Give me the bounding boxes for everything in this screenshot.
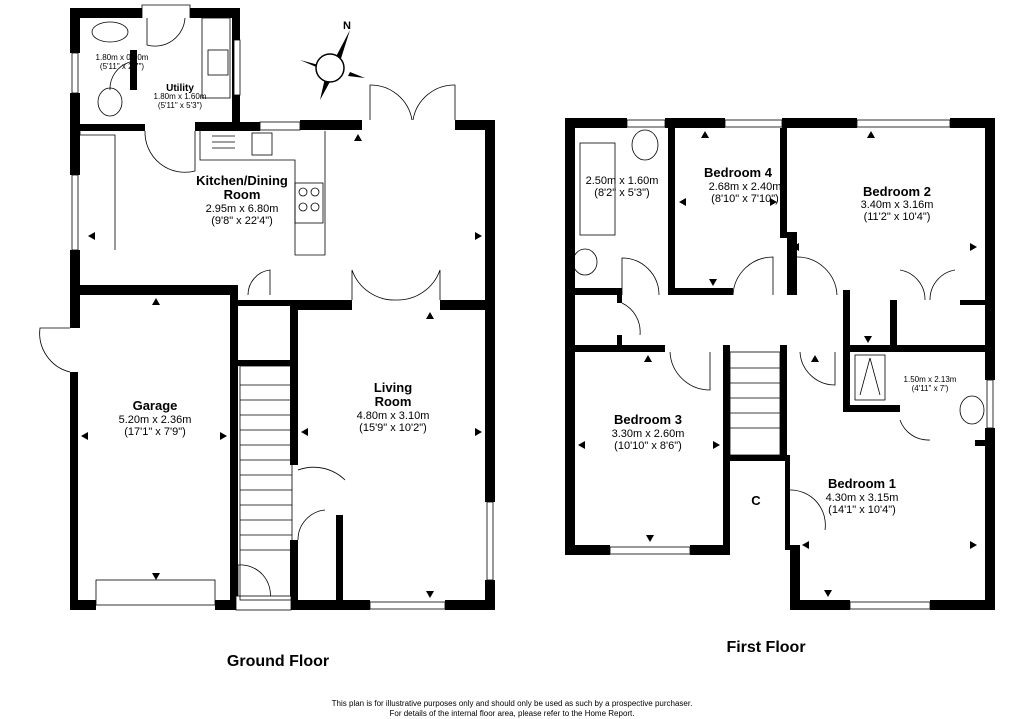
bathroom-dims-m: 2.50m x 1.60m <box>586 175 659 187</box>
utility-dims-m: 1.80m x 1.60m <box>154 92 207 101</box>
first-floor-measure-arrows <box>578 131 977 597</box>
wc-dims-m: 1.80m x 0.80m <box>96 53 149 62</box>
ground-floor-title: Ground Floor <box>227 653 329 670</box>
bedroom1-name: Bedroom 1 <box>828 476 896 491</box>
ensuite-dims-m: 1.50m x 2.13m <box>904 375 957 384</box>
bathroom-dims-ft: (8'2" x 5'3") <box>594 187 649 199</box>
garage-dims-m: 5.20m x 2.36m <box>119 414 192 426</box>
first-floor-doors <box>621 256 956 531</box>
kitchen-name: Kitchen/Dining <box>196 173 288 188</box>
bedroom4-dims-m: 2.68m x 2.40m <box>709 181 782 193</box>
first-floor-stairs <box>729 351 781 456</box>
utility-dims-ft: (5'11" x 5'3") <box>158 101 202 110</box>
kitchen-name-2: Room <box>224 187 261 202</box>
bedroom3-dims-ft: (10'10" x 8'6") <box>614 440 682 452</box>
bedroom2-dims-ft: (11'2" x 10'4") <box>864 211 931 223</box>
cupboard-label: C <box>751 493 761 508</box>
bedroom4-dims-ft: (8'10" x 7'10") <box>711 193 779 205</box>
first-floor-title: First Floor <box>726 639 805 656</box>
living-dims-m: 4.80m x 3.10m <box>357 410 430 422</box>
living-name-2: Room <box>375 394 412 409</box>
garage-name: Garage <box>133 398 178 413</box>
living-dims-ft: (15'9" x 10'2") <box>359 422 427 434</box>
compass-north-label: N <box>343 20 351 32</box>
bedroom1-dims-m: 4.30m x 3.15m <box>826 492 899 504</box>
bedroom3-name: Bedroom 3 <box>614 412 682 427</box>
disclaimer-line-2: For details of the internal floor area, … <box>389 709 634 718</box>
living-name: Living <box>374 380 412 395</box>
ground-floor-measure-arrows <box>81 134 482 598</box>
bedroom2-dims-m: 3.40m x 3.16m <box>861 199 934 211</box>
disclaimer-line-1: This plan is for illustrative purposes o… <box>332 699 693 708</box>
kitchen-dims-ft: (9'8" x 22'4") <box>211 215 273 227</box>
bedroom1-dims-ft: (14'1" x 10'4") <box>828 504 896 516</box>
first-floor-plan: 2.50m x 1.60m (8'2" x 5'3") Bedroom 4 2.… <box>565 118 995 656</box>
first-floor-walls <box>565 118 995 610</box>
bedroom4-name: Bedroom 4 <box>704 165 773 180</box>
bedroom2-name: Bedroom 2 <box>863 184 931 199</box>
bedroom3-dims-m: 3.30m x 2.60m <box>612 428 685 440</box>
wc-dims-ft: (5'11" x 2'7") <box>100 62 144 71</box>
ensuite-dims-ft: (4'11" x 7') <box>912 384 949 393</box>
kitchen-dims-m: 2.95m x 6.80m <box>206 203 279 215</box>
compass-icon: N <box>300 20 365 100</box>
ground-floor-stairs <box>239 365 293 601</box>
ground-floor-plan: N 1.80m x 0.80m (5'11" x 2'7") Utility 1… <box>39 4 495 670</box>
garage-dims-ft: (17'1" x 7'9") <box>124 426 186 438</box>
utility-name: Utility <box>166 83 194 94</box>
ground-floor-doors <box>39 4 456 611</box>
